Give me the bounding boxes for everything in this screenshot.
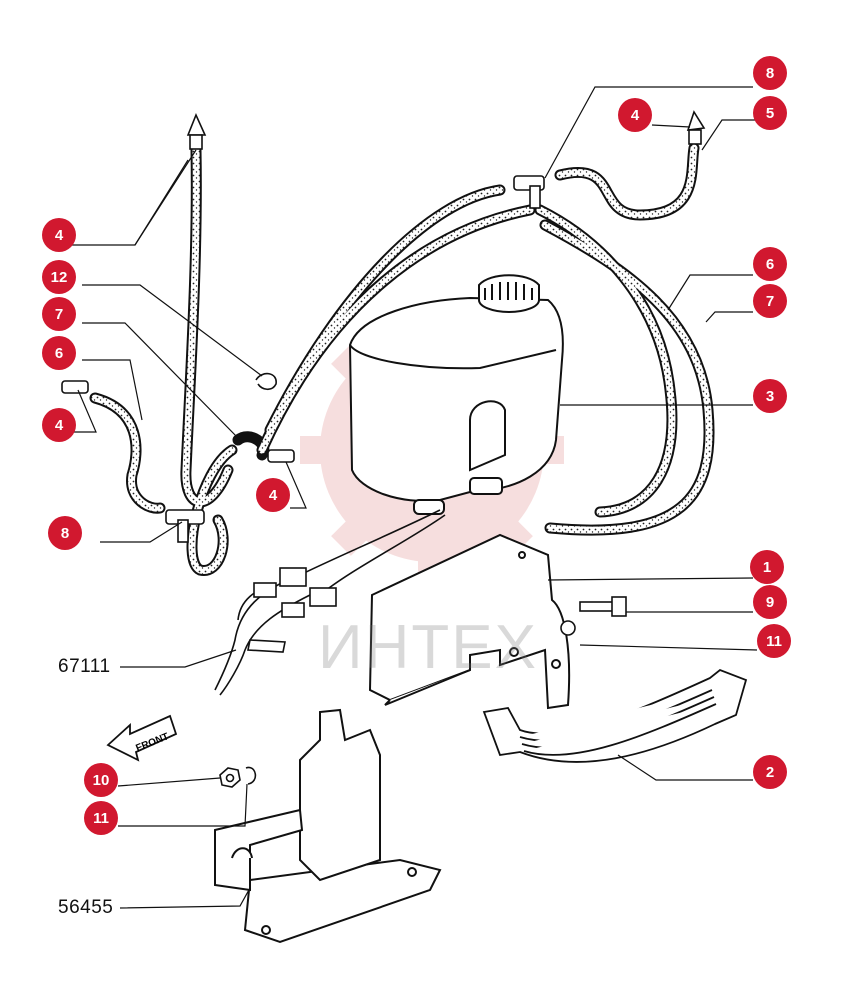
bracket-lower bbox=[214, 708, 442, 944]
callout-7[interactable]: 7 bbox=[753, 284, 787, 318]
connector-left bbox=[61, 380, 89, 394]
callout-6[interactable]: 6 bbox=[42, 336, 76, 370]
callout-11[interactable]: 11 bbox=[84, 801, 118, 835]
watermark-text: ИНТЕХ bbox=[318, 613, 538, 682]
callout-4[interactable]: 4 bbox=[42, 218, 76, 252]
callout-9[interactable]: 9 bbox=[753, 585, 787, 619]
nozzle-top-right bbox=[686, 110, 706, 131]
callout-8[interactable]: 8 bbox=[48, 516, 82, 550]
front-arrow: FRONT bbox=[106, 714, 178, 762]
bracket-1 bbox=[368, 533, 571, 710]
callout-7[interactable]: 7 bbox=[42, 297, 76, 331]
leader-lines bbox=[72, 86, 770, 909]
callout-11[interactable]: 11 bbox=[757, 624, 791, 658]
bolt-and-washer-right bbox=[560, 596, 627, 636]
callout-8[interactable]: 8 bbox=[753, 56, 787, 90]
callout-2[interactable]: 2 bbox=[753, 755, 787, 789]
fittings bbox=[61, 110, 706, 543]
washer-reservoir bbox=[348, 274, 564, 515]
strap-2 bbox=[482, 668, 748, 763]
callout-4[interactable]: 4 bbox=[42, 408, 76, 442]
callout-10[interactable]: 10 bbox=[84, 763, 118, 797]
callout-5[interactable]: 5 bbox=[753, 96, 787, 130]
wiring-harness bbox=[214, 509, 446, 696]
callout-1[interactable]: 1 bbox=[750, 550, 784, 584]
callout-6[interactable]: 6 bbox=[753, 247, 787, 281]
hoses bbox=[89, 142, 715, 576]
callout-3[interactable]: 3 bbox=[753, 379, 787, 413]
callout-4[interactable]: 4 bbox=[618, 98, 652, 132]
callout-12[interactable]: 12 bbox=[42, 260, 76, 294]
nut-and-washer-lower bbox=[219, 766, 257, 788]
connector-middle bbox=[267, 449, 295, 463]
clip-12 bbox=[255, 372, 277, 391]
reference-code: 56455 bbox=[58, 897, 114, 918]
nozzle-top-left bbox=[186, 112, 207, 136]
reference-code: 67111 bbox=[58, 656, 111, 677]
callout-4[interactable]: 4 bbox=[256, 478, 290, 512]
